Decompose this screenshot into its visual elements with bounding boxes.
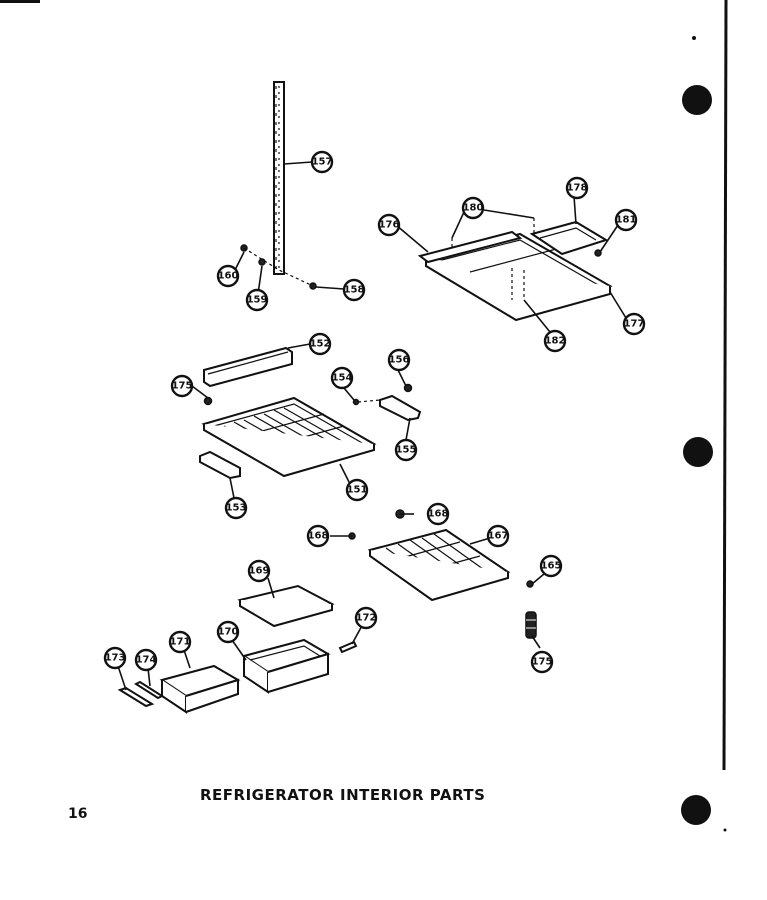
callout-157: 157 xyxy=(310,150,334,174)
page-speck xyxy=(692,36,696,40)
callout-178: 178 xyxy=(565,176,589,200)
page-speck xyxy=(723,828,727,832)
svg-text:177: 177 xyxy=(624,319,645,330)
callout-153: 153 xyxy=(224,496,248,520)
svg-text:182: 182 xyxy=(545,336,566,347)
callout-173: 173 xyxy=(103,646,127,670)
callout-152: 152 xyxy=(308,332,332,356)
part-157-shelf-ladder xyxy=(273,81,285,275)
svg-text:152: 152 xyxy=(310,339,331,350)
part-171-crisper-drawer xyxy=(159,664,241,714)
page-corner-mark xyxy=(0,0,40,3)
callout-168-right: 168 xyxy=(426,502,450,526)
svg-text:156: 156 xyxy=(389,355,410,366)
callout-174: 174 xyxy=(134,648,158,672)
callout-159: 159 xyxy=(245,288,269,312)
part-176-bracket xyxy=(203,396,213,406)
callout-158: 158 xyxy=(342,278,366,302)
part-176-front-trim xyxy=(417,230,523,264)
svg-text:153: 153 xyxy=(226,503,247,514)
part-167-wire-shelf xyxy=(367,528,511,602)
part-175-spring xyxy=(525,611,537,639)
svg-text:154: 154 xyxy=(332,373,353,384)
page-number: 16 xyxy=(68,806,88,822)
part-173-rail xyxy=(117,686,155,708)
part-151-wire-shelf xyxy=(201,396,377,478)
part-170-crisper-drawer xyxy=(241,638,331,694)
svg-text:167: 167 xyxy=(488,531,509,542)
callout-154: 154 xyxy=(330,366,354,390)
part-154-screw xyxy=(352,398,360,406)
callout-156: 156 xyxy=(387,348,411,372)
callout-169: 169 xyxy=(247,559,271,583)
svg-text:169: 169 xyxy=(249,566,270,577)
callout-175-upper: 175 xyxy=(170,374,194,398)
svg-text:151: 151 xyxy=(347,485,368,496)
callout-165: 165 xyxy=(539,554,563,578)
svg-text:180: 180 xyxy=(463,203,484,214)
svg-text:165: 165 xyxy=(541,561,562,572)
callout-167: 167 xyxy=(486,524,510,548)
svg-text:171: 171 xyxy=(170,637,191,648)
callout-176: 176 xyxy=(377,213,401,237)
callout-181: 181 xyxy=(614,208,638,232)
svg-text:174: 174 xyxy=(136,655,157,666)
binder-hole-middle xyxy=(683,437,713,467)
callout-177: 177 xyxy=(622,312,646,336)
callout-182: 182 xyxy=(543,329,567,353)
callout-160: 160 xyxy=(216,264,240,288)
part-169-crisper-cover xyxy=(237,584,335,628)
callout-170: 170 xyxy=(216,620,240,644)
callout-168-left: 168 xyxy=(306,524,330,548)
part-152-rear-rail xyxy=(203,346,293,388)
svg-text:181: 181 xyxy=(616,215,637,226)
callout-172: 172 xyxy=(354,606,378,630)
svg-text:176: 176 xyxy=(379,220,400,231)
callout-155: 155 xyxy=(394,438,418,462)
binder-hole-top xyxy=(682,85,712,115)
svg-text:168: 168 xyxy=(428,509,449,520)
part-159-fastener xyxy=(258,258,266,266)
svg-text:175: 175 xyxy=(172,381,193,392)
svg-text:158: 158 xyxy=(344,285,365,296)
diagram-caption: REFRIGERATOR INTERIOR PARTS xyxy=(200,786,486,804)
callout-171: 171 xyxy=(168,630,192,654)
svg-text:172: 172 xyxy=(356,613,377,624)
callout-180: 180 xyxy=(461,196,485,220)
part-172-pin xyxy=(338,640,358,654)
svg-text:173: 173 xyxy=(105,653,126,664)
binder-hole-bottom xyxy=(681,795,711,825)
svg-text:175: 175 xyxy=(532,657,553,668)
svg-text:160: 160 xyxy=(218,271,239,282)
part-178-cover-glass xyxy=(529,220,609,256)
page-margin-line xyxy=(722,0,728,771)
part-153-bracket xyxy=(199,450,241,480)
svg-text:155: 155 xyxy=(396,445,417,456)
part-156-clip xyxy=(403,383,413,393)
callout-175-lower: 175 xyxy=(530,650,554,674)
svg-text:159: 159 xyxy=(247,295,268,306)
part-155-bracket xyxy=(379,394,422,422)
svg-text:157: 157 xyxy=(312,157,333,168)
callout-151: 151 xyxy=(345,478,369,502)
svg-text:170: 170 xyxy=(218,627,239,638)
svg-text:178: 178 xyxy=(567,183,588,194)
svg-text:168: 168 xyxy=(308,531,329,542)
part-174-rail xyxy=(133,680,165,700)
